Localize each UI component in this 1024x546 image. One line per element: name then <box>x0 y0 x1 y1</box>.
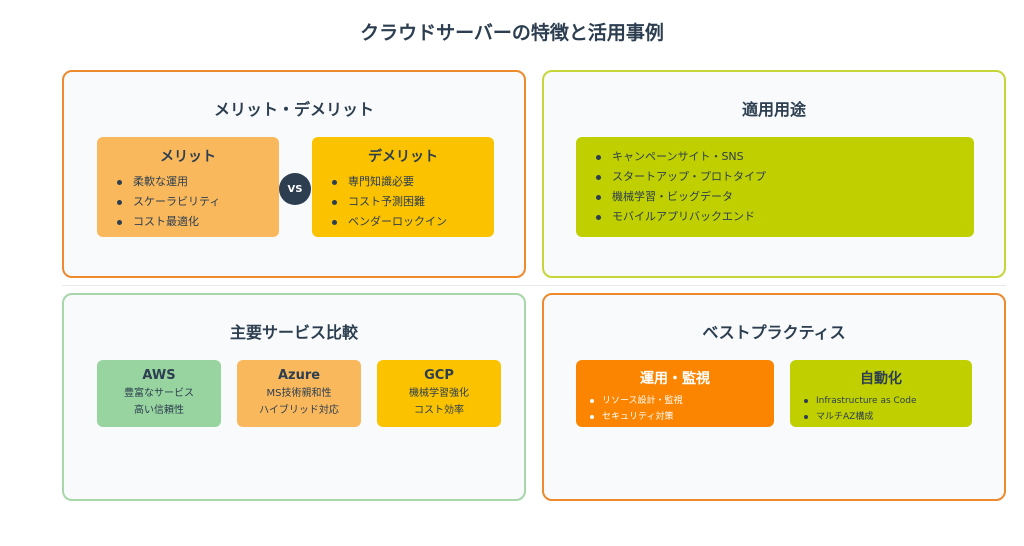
divider <box>62 285 1006 286</box>
gcp-name: GCP <box>424 368 454 383</box>
merit-title: メリット <box>160 149 216 165</box>
gcp-card: GCP 機械学習強化 コスト効率 <box>377 360 501 427</box>
usecase-item: スタートアップ・プロトタイプ <box>590 167 974 187</box>
merit-item: 柔軟な運用 <box>111 172 279 192</box>
merit-box: メリット 柔軟な運用 スケーラビリティ コスト最適化 <box>97 137 279 237</box>
merit-item: コスト最適化 <box>111 212 279 232</box>
page-title: クラウドサーバーの特徴と活用事例 <box>360 22 664 44</box>
usecase-item: 機械学習・ビッグデータ <box>590 187 974 207</box>
aws-name: AWS <box>142 368 176 383</box>
demerit-item: コスト予測困難 <box>326 192 494 212</box>
ops-title: 運用・監視 <box>640 371 710 387</box>
azure-name: Azure <box>277 368 321 383</box>
demerit-item: ベンダーロックイン <box>326 212 494 232</box>
vs-badge: VS <box>279 173 311 205</box>
aws-card: AWS 豊富なサービス 高い信頼性 <box>97 360 221 427</box>
gcp-feature: 機械学習強化 <box>409 388 469 399</box>
aws-feature: 豊富なサービス <box>124 388 194 399</box>
usecase-item: モバイルアプリバックエンド <box>590 207 974 227</box>
best-practices-title: ベストプラクティス <box>702 323 846 342</box>
automation-box: 自動化 Infrastructure as Code マルチAZ構成 <box>790 360 972 427</box>
usecase-item: キャンペーンサイト・SNS <box>590 147 974 167</box>
ops-box: 運用・監視 リソース設計・監視 セキュリティ対策 <box>576 360 774 427</box>
services-title: 主要サービス比較 <box>229 323 358 342</box>
azure-feature: ハイブリッド対応 <box>259 405 339 416</box>
usecases-title: 適用用途 <box>741 100 806 119</box>
services-panel: 主要サービス比較 AWS 豊富なサービス 高い信頼性 Azure MS技術親和性… <box>62 293 526 501</box>
ops-item: セキュリティ対策 <box>586 409 774 425</box>
azure-feature: MS技術親和性 <box>266 388 332 399</box>
automation-item: Infrastructure as Code <box>800 393 972 409</box>
usecases-panel: 適用用途 キャンペーンサイト・SNS スタートアップ・プロトタイプ 機械学習・ビ… <box>542 70 1006 278</box>
best-practices-panel: ベストプラクティス 運用・監視 リソース設計・監視 セキュリティ対策 自動化 I… <box>542 293 1006 501</box>
usecases-box: キャンペーンサイト・SNS スタートアップ・プロトタイプ 機械学習・ビッグデータ… <box>576 137 974 237</box>
gcp-feature: コスト効率 <box>414 405 464 416</box>
demerit-item: 専門知識必要 <box>326 172 494 192</box>
merits-demerits-panel: メリット・デメリット メリット 柔軟な運用 スケーラビリティ コスト最適化 VS… <box>62 70 526 278</box>
ops-item: リソース設計・監視 <box>586 393 774 409</box>
aws-feature: 高い信頼性 <box>134 405 184 416</box>
merits-demerits-title: メリット・デメリット <box>213 100 374 119</box>
merit-item: スケーラビリティ <box>111 192 279 212</box>
demerit-title: デメリット <box>368 149 438 165</box>
azure-card: Azure MS技術親和性 ハイブリッド対応 <box>237 360 361 427</box>
automation-title: 自動化 <box>860 371 902 387</box>
demerit-box: デメリット 専門知識必要 コスト予測困難 ベンダーロックイン <box>312 137 494 237</box>
automation-item: マルチAZ構成 <box>800 409 972 425</box>
